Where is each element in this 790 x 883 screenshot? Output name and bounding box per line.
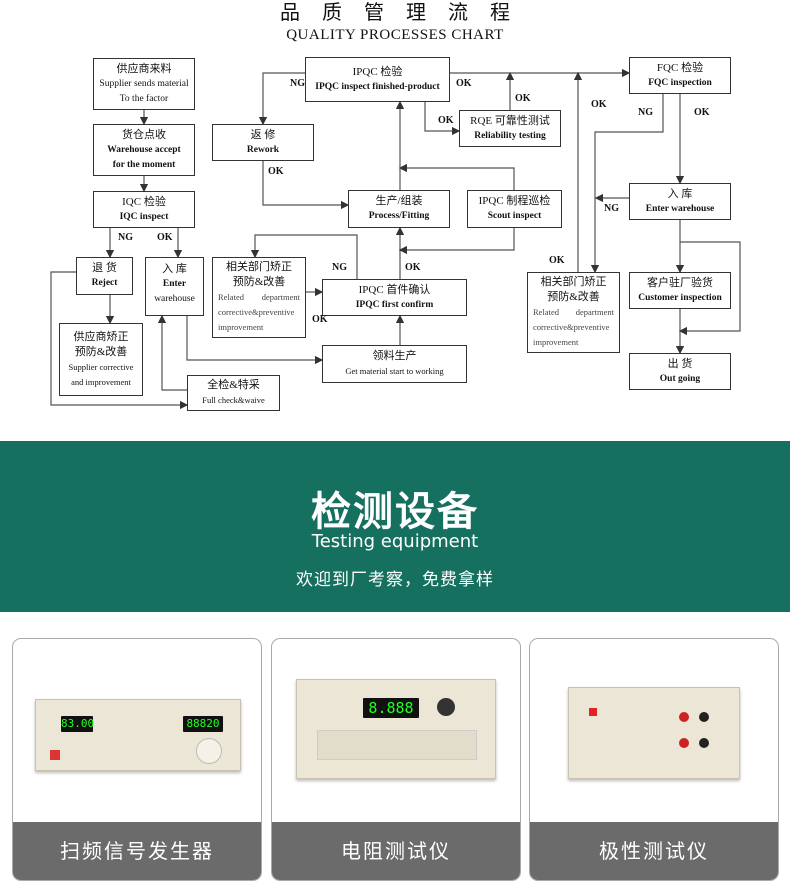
ok-label: OK (268, 166, 284, 177)
ng-label: NG (638, 107, 653, 118)
testing-equipment-banner: 检测设备 Testing equipment 欢迎到厂考察，免费拿样 (0, 441, 790, 612)
polarity-tester-image (568, 687, 740, 779)
banner-slogan: 欢迎到厂考察，免费拿样 (296, 570, 494, 590)
ok-label: OK (312, 314, 328, 325)
ng-label: NG (332, 262, 347, 273)
ok-label: OK (591, 99, 607, 110)
equipment-name: 扫频信号发生器 (13, 822, 261, 880)
ok-label: OK (405, 262, 421, 273)
equipment-name: 电阻测试仪 (272, 822, 520, 880)
equipment-card[interactable]: 83.00 88820 扫频信号发生器 (12, 638, 262, 881)
equipment-name: 极性测试仪 (530, 822, 778, 880)
ok-label: OK (456, 78, 472, 89)
ok-label: OK (157, 232, 173, 243)
ng-label: NG (604, 203, 619, 214)
ng-label: NG (118, 232, 133, 243)
sweep-generator-image: 83.00 88820 (35, 699, 241, 771)
chart-title-cn: 品质管理流程 (280, 2, 532, 24)
flow-connectors (50, 68, 741, 410)
equipment-card[interactable]: 8.888 电阻测试仪 (271, 638, 521, 881)
ok-label: OK (549, 255, 565, 266)
banner-subtitle: Testing equipment (311, 531, 479, 552)
resistance-tester-image: 8.888 (296, 679, 496, 779)
ok-label: OK (438, 115, 454, 126)
chart-title-en: QUALITY PROCESSES CHART (286, 27, 504, 43)
ok-label: OK (515, 93, 531, 104)
ok-label: OK (694, 107, 710, 118)
equipment-card[interactable]: 极性测试仪 (529, 638, 779, 881)
ng-label: NG (290, 78, 305, 89)
banner-title: 检测设备 (311, 489, 479, 535)
